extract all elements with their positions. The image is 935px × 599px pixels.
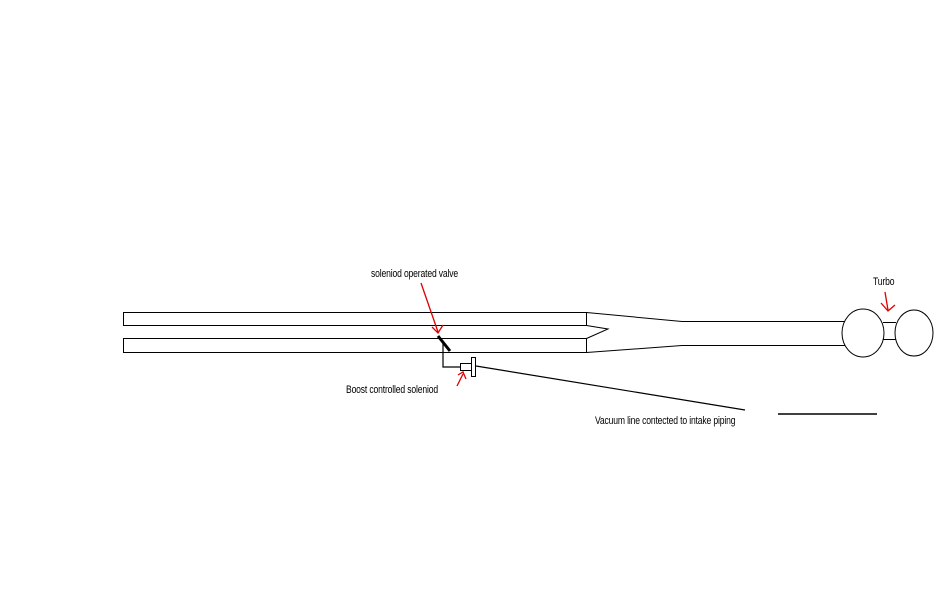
boost-solenoid [460, 357, 476, 377]
turbo-shape [841, 308, 934, 358]
vacuum-line [475, 365, 746, 411]
turbo-arrow [880, 291, 896, 312]
intake-pipe [682, 321, 845, 346]
lower-pipe [123, 338, 587, 353]
valve-flap [436, 335, 452, 352]
solenoid-label: Boost controlled soleniod [346, 384, 438, 396]
solenoid-arrow [456, 371, 467, 387]
upper-pipe [123, 312, 587, 326]
pipe-merge [586, 312, 683, 353]
valve-arrow [420, 282, 444, 335]
valve-label: soleniod operated valve [371, 268, 459, 280]
vacuum-label: Vacuum line contected to intake piping [595, 415, 736, 427]
valve-linkage [442, 342, 460, 368]
turbo-label: Turbo [873, 276, 895, 288]
